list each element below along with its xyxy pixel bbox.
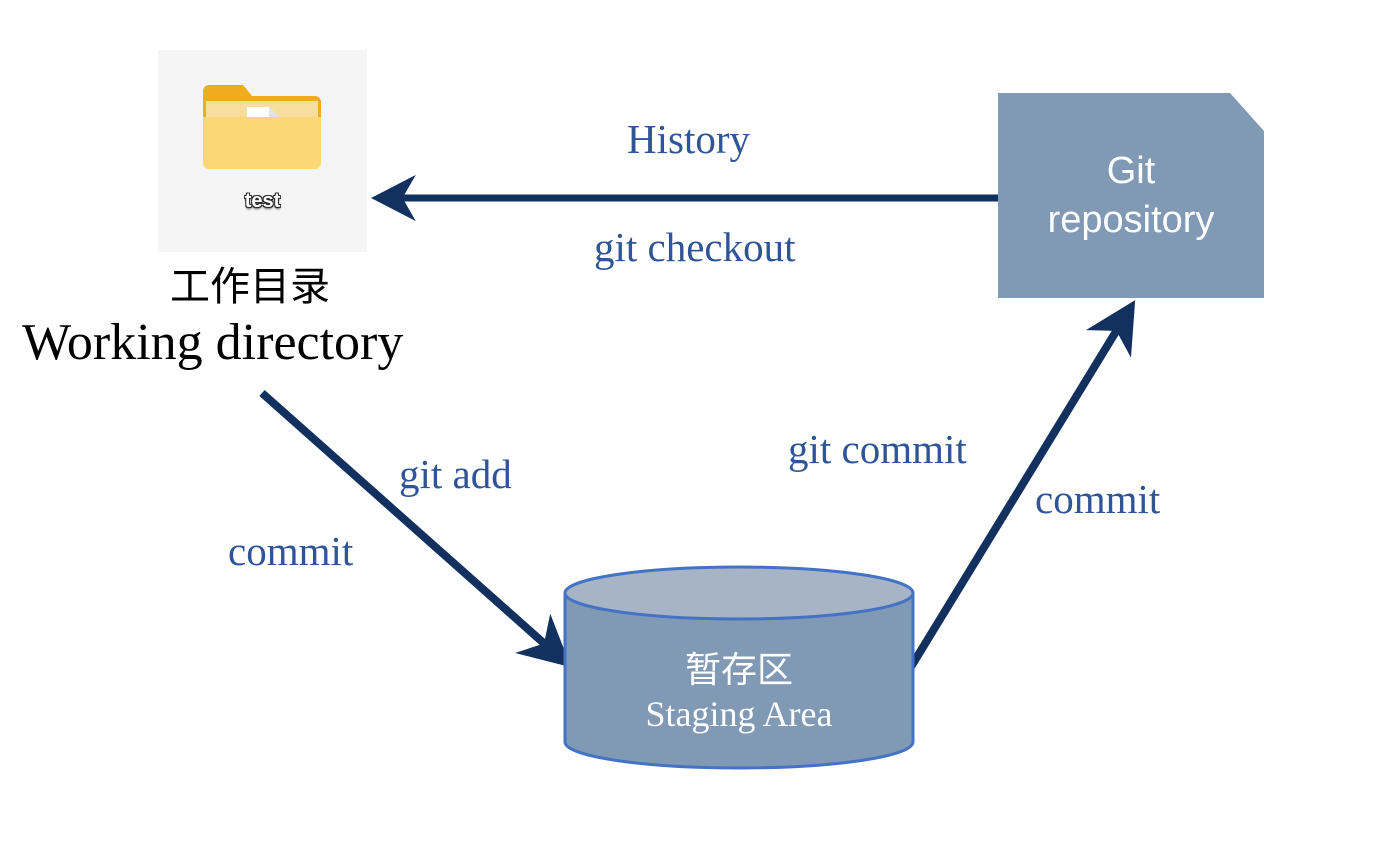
staging-area-cylinder-shape	[563, 565, 915, 770]
git-repository-node[interactable]: Git repository	[998, 93, 1264, 298]
git-repository-shape	[998, 93, 1264, 298]
staging-area-node[interactable]: 暂存区 Staging Area	[563, 565, 915, 770]
working-directory-icon-tile[interactable]: test	[158, 50, 367, 252]
folder-test-icon	[203, 85, 321, 169]
working-directory-label-cn: 工作目录	[170, 264, 330, 309]
working-directory-label-en: Working directory	[22, 314, 404, 371]
edge-label-commit-left: commit	[228, 528, 354, 574]
edge-label-git-checkout: git checkout	[594, 224, 796, 270]
edge-label-git-commit: git commit	[788, 426, 967, 472]
edge-label-git-add: git add	[399, 451, 512, 497]
folder-icon-label: test	[244, 190, 281, 212]
edge-label-commit-right: commit	[1035, 476, 1161, 522]
edge-label-history: History	[627, 116, 750, 162]
